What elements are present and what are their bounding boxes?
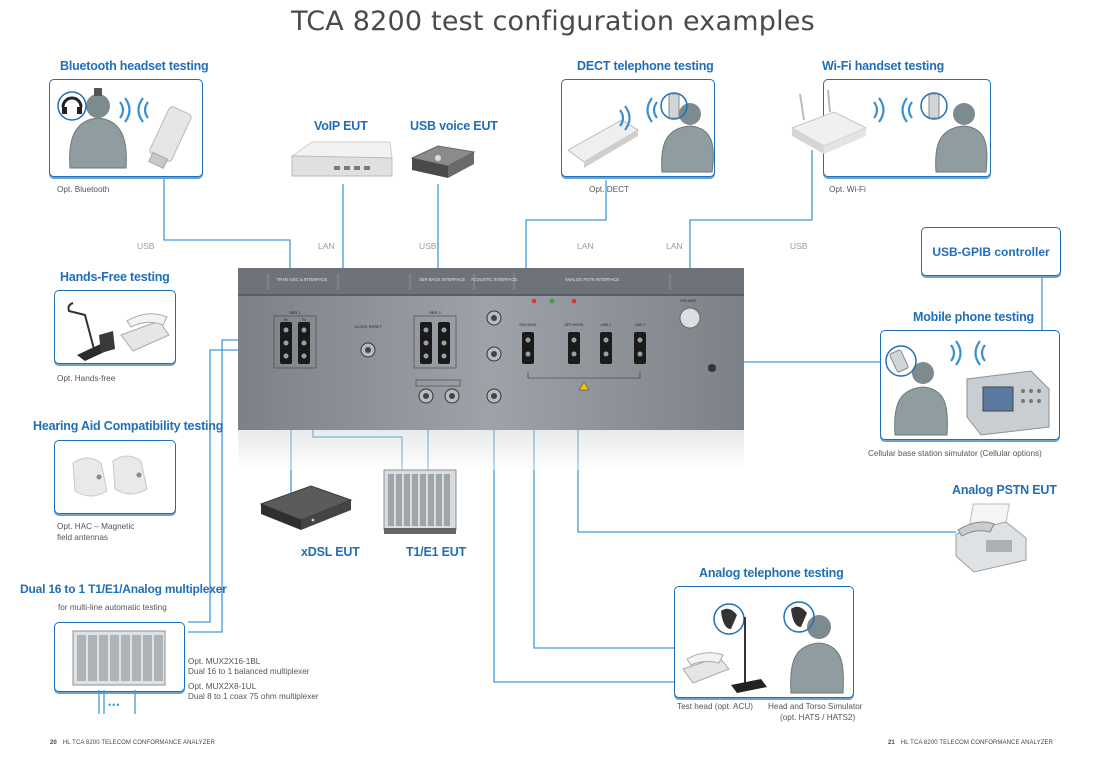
footer-left-page: 20	[50, 740, 57, 746]
bluetooth-box	[49, 79, 203, 177]
mux-subheading: for multi-line automatic testing	[58, 603, 167, 612]
handsfree-caption: Opt. Hands-free	[57, 374, 116, 383]
analog-tel-caption-right-1: Head and Torso Simulator	[768, 702, 863, 711]
analog-tel-illustration	[682, 601, 844, 694]
wifi-caption: Opt. Wi-Fi	[829, 185, 866, 194]
mux-opt1-line2: Dual 16 to 1 balanced multiplexer	[188, 667, 310, 676]
mux-bottom-lines	[98, 690, 136, 714]
mux-illustration	[72, 630, 166, 686]
panel-rx-1: Rx	[284, 318, 289, 322]
handsfree-heading: Hands-Free testing	[60, 270, 170, 284]
pstn-tel-line	[533, 428, 676, 649]
handsfree-box	[54, 290, 176, 364]
footer-right-page: 21	[888, 740, 895, 746]
panel-tx-1: Tx	[302, 318, 306, 322]
dect-box	[561, 79, 715, 177]
panel-ser1: SER 1	[289, 310, 301, 315]
dect-lan-line	[525, 180, 607, 268]
fax-device-icon	[955, 503, 1027, 573]
footer-right: 21 HL TCA 8200 TELECOM CONFORMANCE ANALYZ…	[888, 740, 1053, 746]
mux-opt2-line1: Opt. MUX2X8-1UL	[188, 682, 257, 691]
bluetooth-caption: Opt. Bluetooth	[57, 185, 110, 194]
mux-heading: Dual 16 to 1 T1/E1/Analog multiplexer	[20, 582, 227, 596]
xdsl-heading: xDSL EUT	[301, 545, 360, 559]
panel-ser2: SER 2	[429, 310, 441, 315]
usb-label-right: USB	[790, 241, 808, 251]
rack-reflection	[238, 430, 744, 470]
usb-label-voice: USB	[419, 241, 437, 251]
wifi-lan-line	[689, 150, 813, 268]
mux-opt1-line1: Opt. MUX2X16-1BL	[188, 657, 261, 666]
mobile-illustration	[885, 340, 1050, 436]
page-title: TCA 8200 test configuration examples	[291, 6, 815, 37]
hac-heading: Hearing Aid Compatibility testing	[33, 419, 224, 433]
t1e1-heading: T1/E1 EUT	[406, 545, 467, 559]
acoustic-line	[493, 428, 676, 683]
panel-clock: CLOCK RESET	[355, 325, 382, 329]
hac-caption-1: Opt. HAC – Magnetic	[57, 522, 135, 531]
panel-section-2: SER BACK INTERFACE	[419, 277, 465, 282]
lan-label-dect: LAN	[577, 241, 594, 251]
analog-tel-caption-left: Test head (opt. ACU)	[677, 702, 753, 711]
mux-opt2-line2: Dual 8 to 1 coax 75 ohm multiplexer	[188, 692, 319, 701]
mux-line-2	[188, 349, 246, 623]
voip-heading: VoIP EUT	[314, 119, 368, 133]
panel-line4: LINE 2	[635, 323, 646, 327]
mobile-caption: Cellular base station simulator (Cellula…	[868, 449, 1042, 458]
panel-section-1: TRAN ASIC & INTERFACE	[277, 277, 328, 282]
lan-label-wifi: LAN	[666, 241, 683, 251]
usb-label-left: USB	[137, 241, 155, 251]
dect-caption: Opt. DECT	[589, 185, 630, 194]
usb-voice-heading: USB voice EUT	[410, 119, 498, 133]
mobile-box	[880, 330, 1060, 440]
panel-section-3: ACOUSTIC INTERFACE	[471, 277, 518, 282]
xdsl-device-icon	[259, 485, 353, 530]
analog-pstn-heading: Analog PSTN EUT	[952, 483, 1057, 497]
mux-dots: •••	[108, 700, 121, 710]
hac-box	[54, 440, 176, 514]
footer-right-text: HL TCA 8200 TELECOM CONFORMANCE ANALYZER	[900, 740, 1054, 746]
mux-box	[54, 622, 185, 692]
analog-tel-heading: Analog telephone testing	[699, 566, 844, 580]
voip-device-icon	[290, 141, 393, 177]
wifi-illustration	[873, 92, 988, 173]
footer-left-text: HL TCA 8200 TELECOM CONFORMANCE ANALYZER	[62, 740, 216, 746]
usb-voice-device-icon	[410, 145, 476, 178]
tca-rack-panel: TRAN ASIC & INTERFACE SER BACK INTERFACE…	[238, 268, 744, 430]
bluetooth-usb-line	[163, 176, 291, 268]
pstn-eut-line	[577, 428, 956, 533]
analog-tel-box	[674, 586, 854, 698]
panel-section-4: ANALOG PSTN INTERFACE	[565, 277, 620, 282]
bluetooth-illustration	[57, 88, 192, 169]
mobile-heading: Mobile phone testing	[913, 310, 1034, 324]
bluetooth-heading: Bluetooth headset testing	[60, 59, 209, 73]
hac-caption-2: field antennas	[57, 533, 108, 542]
hac-illustration	[72, 455, 148, 497]
dect-illustration	[567, 92, 714, 173]
t1e1-device-icon	[383, 469, 457, 534]
wifi-router-icon	[790, 89, 868, 154]
dect-heading: DECT telephone testing	[577, 59, 714, 73]
panel-line1: ON-HOOK	[519, 323, 537, 327]
usb-gpib-box: USB-GPIB controller	[921, 227, 1061, 276]
analog-tel-caption-right-2: (opt. HATS / HATS2)	[780, 713, 856, 722]
footer-left: 20 HL TCA 8200 TELECOM CONFORMANCE ANALYZ…	[50, 740, 215, 746]
wifi-heading: Wi-Fi handset testing	[822, 59, 945, 73]
t1e1-line	[312, 428, 403, 470]
handsfree-illustration	[67, 302, 170, 361]
mux-line-1	[188, 339, 246, 633]
lan-label-voip: LAN	[318, 241, 335, 251]
panel-volume: VOLUME	[680, 299, 697, 303]
tca-rack: TRAN ASIC & INTERFACE SER BACK INTERFACE…	[238, 268, 744, 430]
panel-line3: LINE 1	[601, 323, 612, 327]
usb-gpib-heading: USB-GPIB controller	[932, 244, 1050, 259]
panel-line2: OFF-HOOK	[565, 323, 585, 327]
